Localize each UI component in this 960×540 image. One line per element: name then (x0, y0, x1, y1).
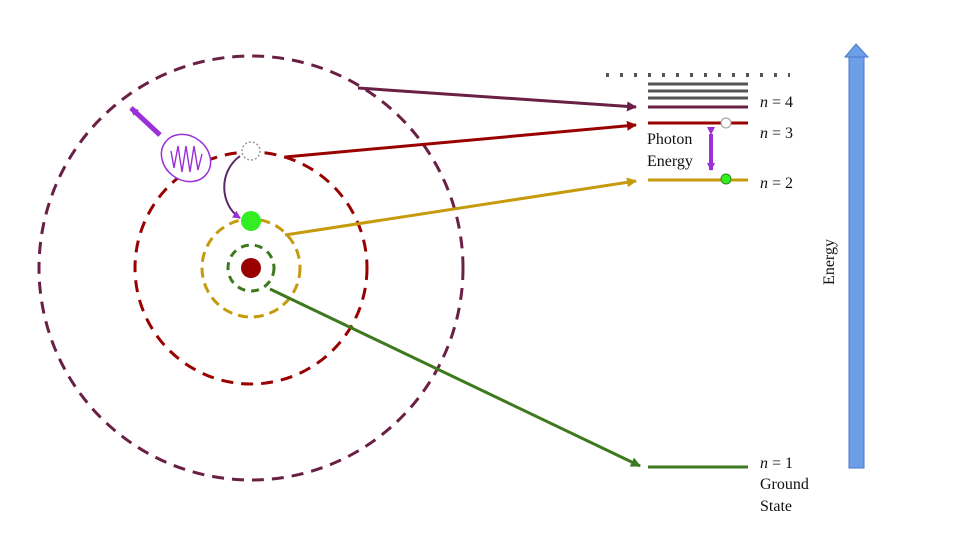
connector-n4 (357, 86, 637, 112)
orbit-n4 (37, 54, 465, 482)
level-label-n1: n = 1 (760, 455, 793, 472)
photon-emission-arrow (129, 106, 162, 137)
level-label-n3: n = 3 (760, 125, 793, 142)
electron-dot-icon (720, 173, 732, 185)
electron-transition-arrow (223, 155, 241, 219)
nucleus-icon (241, 258, 261, 278)
connector-n2 (284, 177, 637, 237)
orbit-n1 (226, 243, 276, 293)
photon-energy-label: Photon Energy (647, 131, 696, 170)
electron-dot-icon (241, 211, 261, 231)
ground-state-label: Ground State (760, 476, 813, 515)
level-label-n2: n = 2 (760, 175, 793, 192)
connector-n1 (269, 287, 641, 468)
level-label-n4: n = 4 (760, 94, 793, 111)
electron-vacancy-icon (241, 141, 261, 161)
energy-axis-arrow-icon (843, 43, 870, 469)
electron-vacancy-icon (720, 117, 732, 129)
energy-axis-label: Energy (821, 239, 838, 285)
connector-n3 (284, 120, 637, 159)
photon-wave-icon (160, 133, 212, 183)
